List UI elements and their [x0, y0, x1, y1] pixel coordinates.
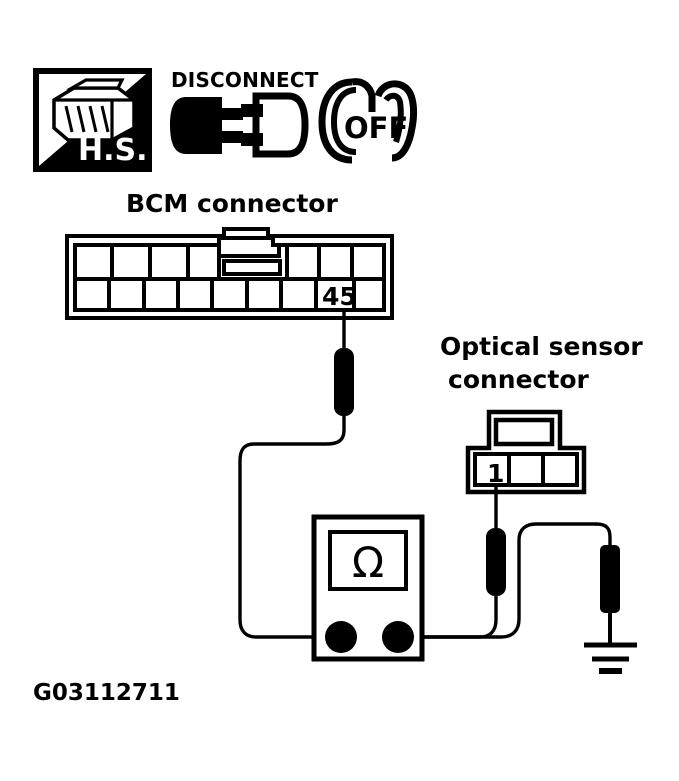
probe-bcm-pin-45 — [334, 348, 354, 416]
probe-optical-pin-1 — [486, 528, 506, 596]
ignition-key-head — [351, 78, 376, 112]
optical-sensor-connector: 1 — [465, 409, 587, 495]
figure-id-label: G03112711 — [33, 680, 180, 706]
plug-left-body — [170, 97, 243, 154]
bcm-connector: 45 — [65, 227, 394, 320]
multimeter-display — [328, 530, 408, 591]
ignition-key-inner — [383, 92, 404, 143]
optical-pin-1-label: 1 — [487, 459, 504, 488]
chassis-ground — [584, 545, 637, 674]
bcm-connector-label: BCM connector — [126, 189, 338, 218]
optical-sensor-label-line1: Optical sensor — [440, 332, 643, 361]
multimeter-terminal-left — [325, 621, 357, 653]
ignition-off-label: OFF — [344, 111, 408, 145]
wire-multimeter-to-ground — [416, 522, 612, 639]
optical-connector-cell-row — [473, 452, 579, 487]
bcm-latch-slot — [222, 259, 282, 276]
bcm-bottom-row-cells — [107, 279, 356, 310]
disconnect-socket-right-icon — [241, 92, 309, 158]
ignition-ring-inner-left — [330, 87, 357, 155]
socket-right-body — [252, 92, 309, 158]
wire-path-ground-bend — [594, 522, 612, 550]
optical-sensor-label-line2: connector — [448, 365, 589, 394]
connector-housing-icon — [52, 78, 136, 142]
bcm-top-row-left-cells — [110, 245, 190, 279]
ignition-ring-outer-left — [318, 78, 353, 164]
multimeter-terminal-right — [382, 621, 414, 653]
ignition-key-body — [374, 80, 418, 162]
bcm-center-latch — [217, 245, 282, 279]
connector-edges — [54, 98, 134, 140]
disconnect-badge-label: DISCONNECT — [171, 68, 319, 92]
hs-badge-label: H.S. — [78, 133, 148, 168]
connector-terminal-pins — [64, 105, 110, 133]
disconnect-plug-left-icon — [170, 97, 243, 154]
multimeter: Ω — [311, 514, 425, 662]
wire-path-bcm-left — [238, 309, 346, 639]
optical-connector-top-slot — [493, 417, 555, 447]
bcm-pin-45-label: 45 — [322, 282, 357, 311]
bcm-latch-outline — [217, 245, 281, 258]
socket-prong-top — [241, 104, 263, 117]
wire-bcm-to-multimeter — [238, 309, 354, 639]
disconnect-badge: DISCONNECT — [170, 68, 319, 158]
probe-ground — [600, 545, 620, 613]
multimeter-ohm-symbol: Ω — [352, 538, 384, 587]
bcm-top-row-right-cells — [285, 245, 354, 279]
optical-sensor-connector-label: Optical sensor connector — [440, 332, 643, 394]
socket-prong-bottom — [241, 133, 263, 146]
ignition-off-badge: OFF — [318, 78, 418, 164]
wire-path-ground-run — [416, 522, 598, 639]
hs-badge: H.S. — [33, 68, 152, 172]
connector-top-tab — [65, 78, 125, 90]
